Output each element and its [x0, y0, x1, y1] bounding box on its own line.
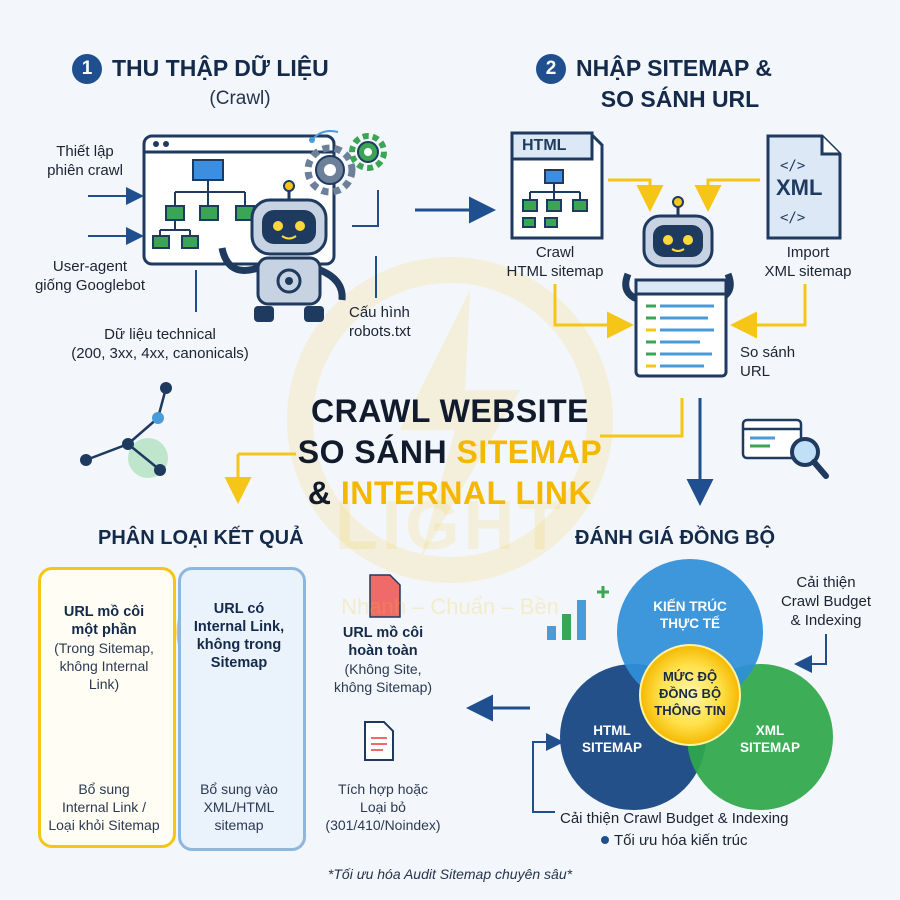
gear-icon [304, 130, 387, 196]
svg-text:</>: </> [780, 158, 805, 174]
xml-tag: XML [776, 175, 823, 200]
venn-diagram [560, 559, 833, 810]
card2-action: Bổ sung vào XML/HTML sitemap [200, 781, 278, 833]
sitemap-connectors [224, 178, 807, 504]
card1-action: Bổ sung Internal Link / Loại khỏi Sitema… [48, 781, 160, 833]
step2-title-line1: NHẬP SITEMAP & [576, 55, 772, 81]
step1-subtitle: (Crawl) [209, 88, 271, 109]
crawl-connectors [88, 187, 379, 312]
footer-note: *Tối ưu hóa Audit Sitemap chuyên sâu* [327, 866, 573, 882]
sync-connectors [466, 634, 827, 813]
comparer-robot [622, 196, 734, 304]
network-graph-icon [80, 382, 172, 478]
venn-center-glow [639, 644, 741, 746]
card3-action: Tích hợp hoặc Loại bỏ (301/410/Noindex) [325, 781, 441, 833]
label-technical-data: Dữ liệu technical(200, 3xx, 4xx, canonic… [71, 326, 249, 362]
classify-title: PHÂN LOẠI KẾT QUẢ [98, 527, 304, 549]
watermark-logo [287, 257, 613, 583]
sync-title: ĐÁNH GIÁ ĐỒNG BỘ [575, 527, 775, 549]
step2-title-line2: SO SÁNH URL [600, 86, 760, 112]
step1-heading: 1 THU THẬP DỮ LIỆU [72, 54, 329, 84]
html-tag: HTML [522, 137, 567, 154]
main-title-line1: CRAWL WEBSITE [311, 393, 589, 429]
html-document-icon [510, 131, 604, 240]
url-list-sheet [634, 278, 728, 378]
svg-text:</>: </> [780, 210, 805, 226]
main-title-line3: & INTERNAL LINK [307, 475, 593, 511]
card-partial-orphan [38, 567, 176, 848]
label-improve-bottom: Cải thiện Crawl Budget & Indexing [560, 810, 789, 827]
card2-text: URL có Internal Link, không trong Sitema… [193, 601, 285, 671]
watermark-tagline: Nhanh – Chuẩn – Bền [341, 594, 559, 619]
xml-document-icon: </> </> [766, 134, 842, 240]
crawler-robot [218, 180, 346, 322]
step1-title: THU THẬP DỮ LIỆU [112, 55, 329, 81]
card-linked-not-in-sitemap [178, 567, 306, 851]
watermark-brand: LIGHT [335, 486, 565, 564]
search-browser-icon [741, 418, 829, 479]
step1-number: 1 [72, 54, 102, 84]
main-title-line2: SO SÁNH SITEMAP [297, 434, 603, 470]
bar-chart-icon [547, 586, 609, 640]
main-title: CRAWL WEBSITE SO SÁNH SITEMAP & INTERNAL… [250, 391, 650, 514]
step2-number: 2 [536, 54, 566, 84]
card1-text: URL mồ côi một phần (Trong Sitemap, khôn… [54, 604, 154, 692]
card3-text: URL mồ côi hoàn toàn (Không Site, không … [333, 625, 433, 695]
bullet-icon [601, 836, 609, 844]
step2-heading: 2 NHẬP SITEMAP & [536, 54, 772, 84]
label-optimize-architecture: Tối ưu hóa kiến trúc [614, 832, 748, 849]
